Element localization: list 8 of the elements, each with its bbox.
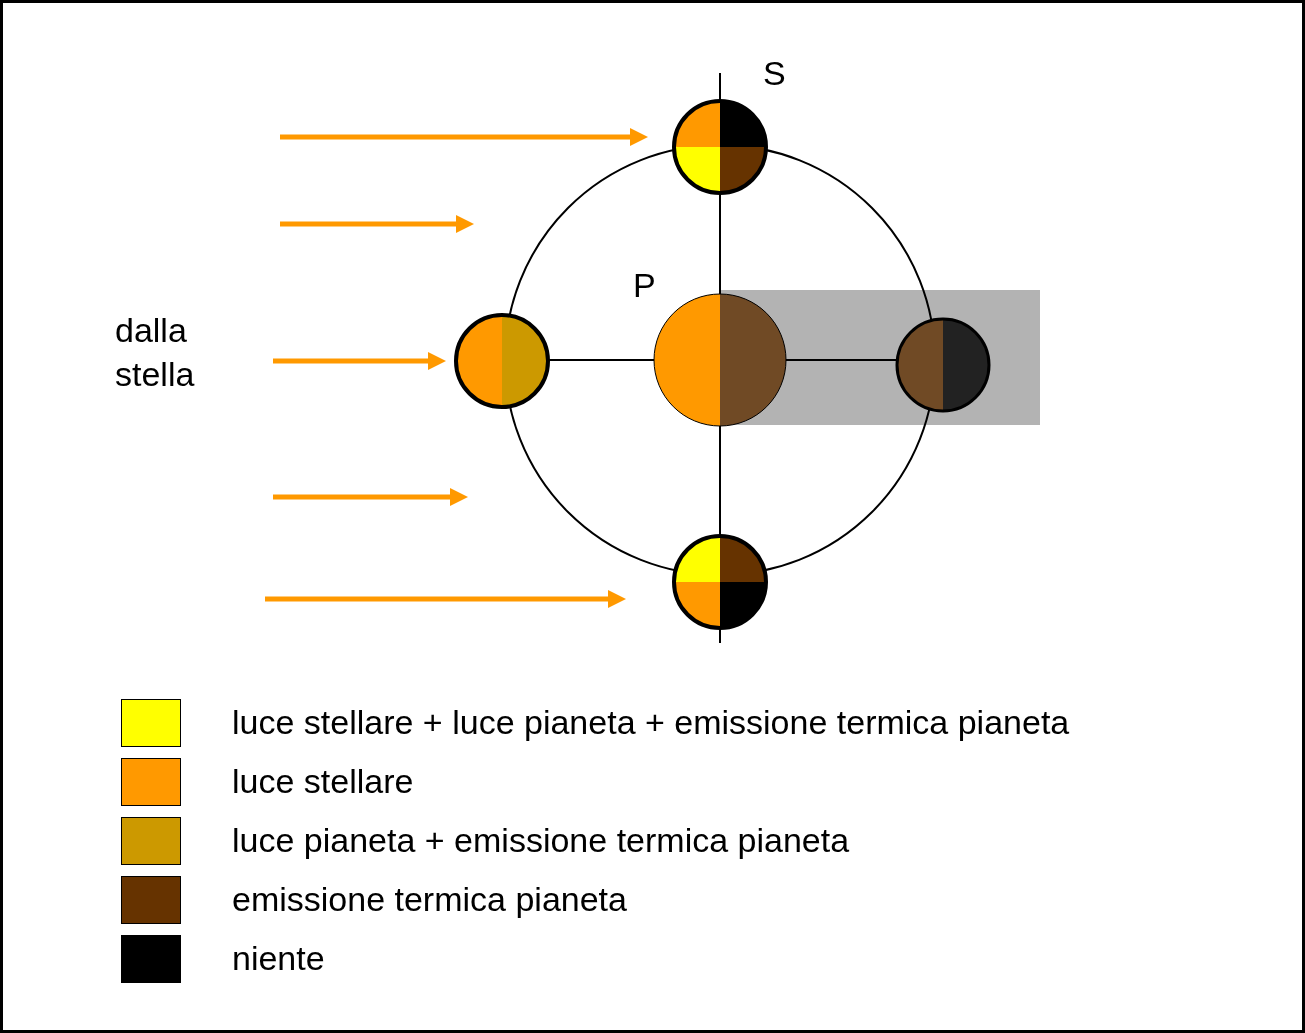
legend-label: emissione termica pianeta: [232, 879, 627, 920]
label: S: [763, 53, 786, 94]
legend-label: luce pianeta + emissione termica pianeta: [232, 820, 850, 861]
legend-label: luce stellare + luce pianeta + emissione termica pianeta: [232, 702, 1070, 743]
legend-label: niente: [232, 938, 325, 979]
legend-label: luce stellare: [232, 761, 414, 802]
label: P: [633, 265, 656, 306]
label: dalla stella: [115, 310, 196, 396]
